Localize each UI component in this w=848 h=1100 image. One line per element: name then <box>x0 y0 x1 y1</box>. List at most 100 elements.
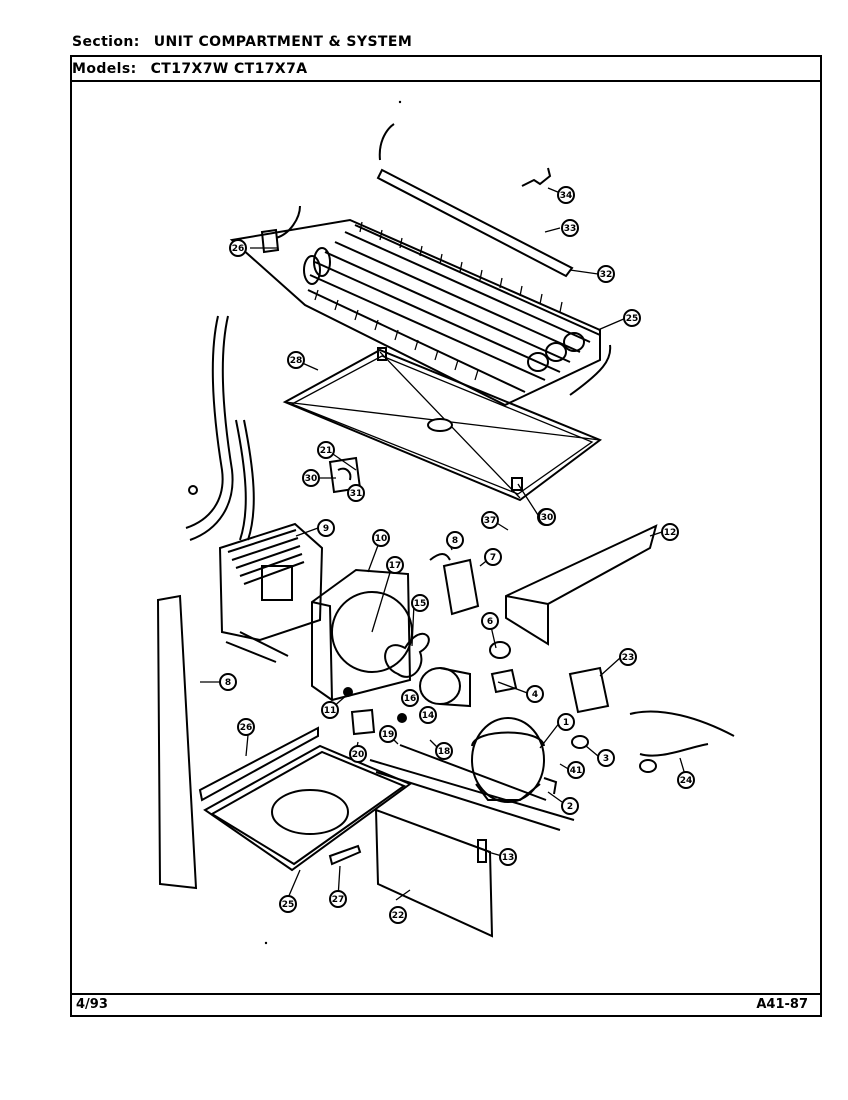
callout-41: 41 <box>567 761 585 779</box>
callout-label: 11 <box>324 706 337 716</box>
models-label: Models: <box>72 61 137 77</box>
callout-circle <box>484 548 502 566</box>
bolt-part <box>543 777 558 795</box>
clamp-part <box>260 205 301 254</box>
overload-part <box>490 668 518 694</box>
callout-circle <box>287 351 305 369</box>
callout-31: 31 <box>347 484 365 502</box>
callout-circle <box>619 648 637 666</box>
callout-label: 8 <box>225 678 231 688</box>
callout-circle <box>401 689 419 707</box>
base-tray <box>203 744 413 872</box>
callout-circle <box>302 469 320 487</box>
callout-label: 14 <box>422 711 435 721</box>
models-heading: Models: CT17X7W CT17X7A <box>72 61 307 77</box>
callout-circle <box>481 612 499 630</box>
callout-label: 30 <box>541 513 554 523</box>
screw-part <box>397 713 407 723</box>
callout-circle <box>597 749 615 767</box>
callout-circle <box>411 594 429 612</box>
callout-17: 17 <box>386 556 404 574</box>
callout-27: 27 <box>329 890 347 908</box>
callout-label: 13 <box>502 853 515 863</box>
callout-label: 28 <box>290 356 303 366</box>
callout-23: 23 <box>619 648 637 666</box>
drain-tubes <box>185 315 255 541</box>
callout-label: 33 <box>564 224 577 234</box>
callout-label: 21 <box>320 446 333 456</box>
callout-label: 25 <box>282 900 295 910</box>
callout-label: 16 <box>404 694 417 704</box>
callout-circle <box>372 529 390 547</box>
callout-24: 24 <box>677 771 695 789</box>
callout-8: 8 <box>446 531 464 549</box>
clip-part <box>521 167 552 187</box>
wiring-harness <box>629 710 735 773</box>
callout-4: 4 <box>526 685 544 703</box>
callout-circle <box>419 706 437 724</box>
callout-label: 34 <box>560 191 573 201</box>
callout-16: 16 <box>401 689 419 707</box>
callout-circle <box>317 441 335 459</box>
small-part-20 <box>350 708 376 736</box>
callout-circle <box>389 906 407 924</box>
callout-label: 9 <box>323 524 329 534</box>
callout-20: 20 <box>349 745 367 763</box>
callout-circle <box>557 713 575 731</box>
callout-26: 26 <box>237 718 255 736</box>
callout-12: 12 <box>661 523 679 541</box>
callout-label: 4 <box>532 690 538 700</box>
diagram-frame <box>70 55 822 1017</box>
callout-25: 25 <box>279 895 297 913</box>
callout-circle <box>349 745 367 763</box>
callout-label: 2 <box>567 802 573 812</box>
callout-label: 19 <box>382 730 395 740</box>
screw-part <box>343 687 353 697</box>
callout-37: 37 <box>481 511 499 529</box>
callout-circle <box>321 701 339 719</box>
callout-circle <box>347 484 365 502</box>
callout-30: 30 <box>538 508 556 526</box>
callout-label: 32 <box>600 270 613 280</box>
top-rail <box>376 123 574 278</box>
condenser-coil <box>218 522 324 663</box>
fan-blade <box>384 632 430 678</box>
callout-label: 8 <box>452 536 458 546</box>
callout-label: 31 <box>350 489 363 499</box>
callout-21: 21 <box>317 441 335 459</box>
callout-circle <box>499 848 517 866</box>
callout-label: 20 <box>352 750 365 760</box>
section-heading: Section:UNIT COMPARTMENT & SYSTEM <box>72 34 412 50</box>
callout-30: 30 <box>302 469 320 487</box>
callout-circle <box>317 519 335 537</box>
callout-label: 22 <box>392 911 405 921</box>
callout-circle <box>561 797 579 815</box>
callout-label: 30 <box>305 474 318 484</box>
callout-18: 18 <box>435 742 453 760</box>
callout-2: 2 <box>561 797 579 815</box>
callout-circle <box>557 186 575 204</box>
callout-circle <box>561 219 579 237</box>
cover-panel <box>374 808 494 938</box>
grommet-part <box>571 735 589 749</box>
compressor <box>471 717 545 803</box>
callout-33: 33 <box>561 219 579 237</box>
callout-circle <box>677 771 695 789</box>
section-value: UNIT COMPARTMENT & SYSTEM <box>153 34 413 50</box>
callout-label: 25 <box>626 314 639 324</box>
footer-code: A41-87 <box>756 997 808 1012</box>
callout-label: 10 <box>375 534 388 544</box>
footer-divider <box>70 993 822 995</box>
capacitor-part <box>489 641 511 659</box>
callout-circle <box>229 239 247 257</box>
small-part-13 <box>477 839 487 863</box>
models-value: CT17X7W CT17X7A <box>150 61 308 77</box>
callout-26: 26 <box>229 239 247 257</box>
callout-7: 7 <box>484 548 502 566</box>
fan-motor <box>419 667 471 708</box>
callout-label: 15 <box>414 599 427 609</box>
callout-label: 24 <box>680 776 693 786</box>
callout-circle <box>329 890 347 908</box>
callout-9: 9 <box>317 519 335 537</box>
callout-circle <box>279 895 297 913</box>
